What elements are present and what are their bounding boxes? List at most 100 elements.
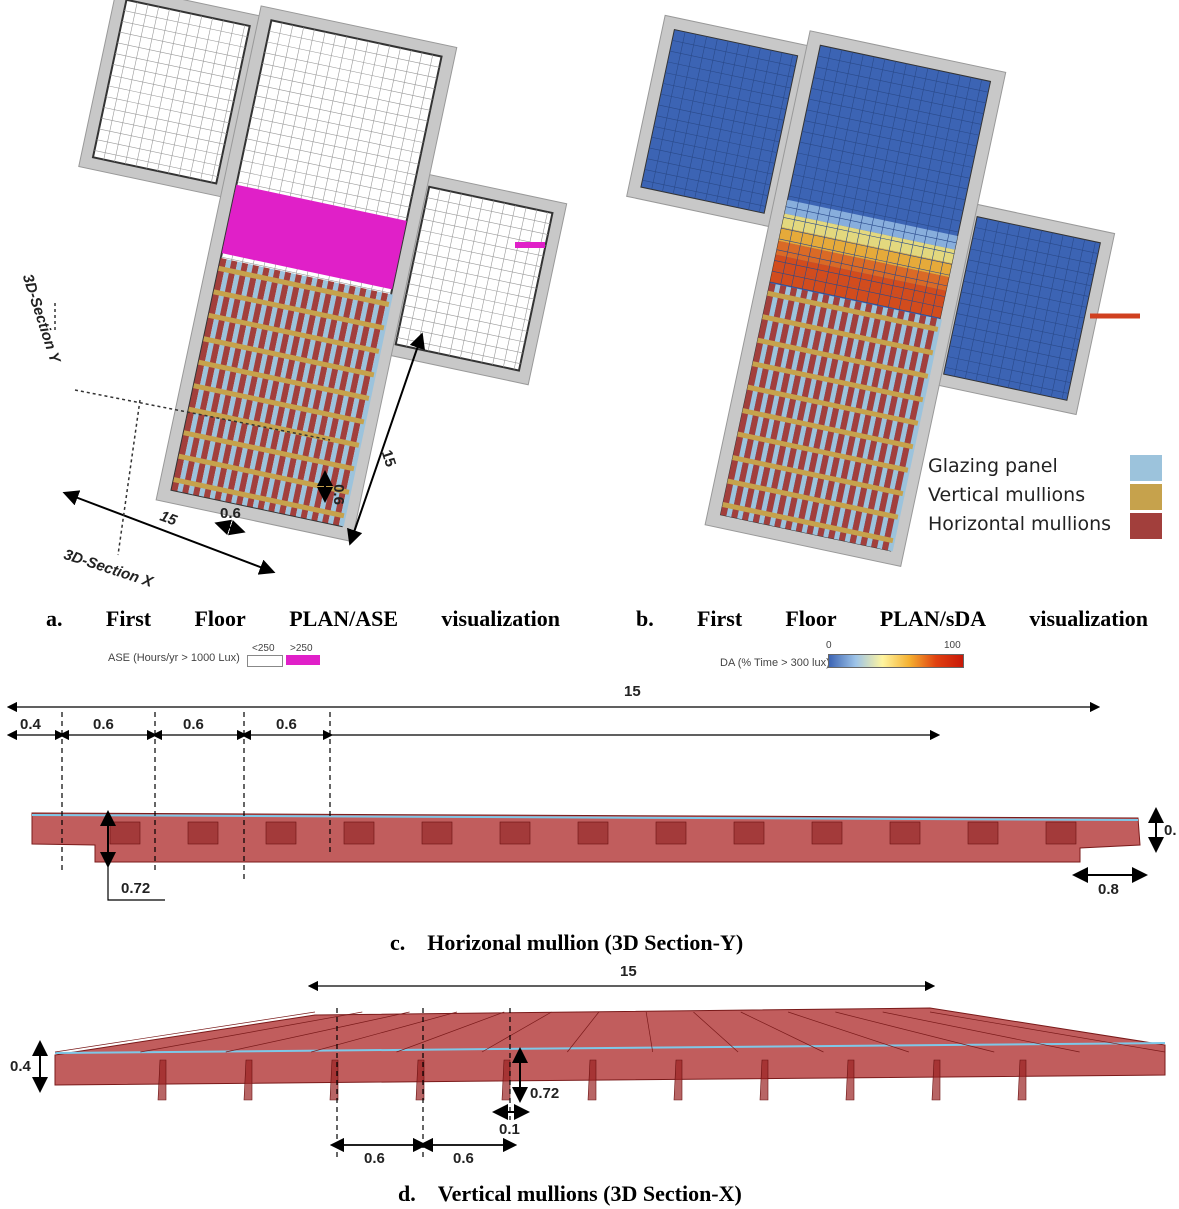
- grid-line: [117, 42, 241, 70]
- vertical-fin: [845, 1059, 855, 1101]
- grid-line: [220, 256, 392, 294]
- glazing-line-d: [54, 1042, 1166, 1054]
- grid-line: [817, 55, 989, 93]
- grid-line: [662, 34, 697, 192]
- grid-line: [649, 147, 773, 175]
- slab-fin: [1045, 821, 1077, 845]
- grid-line: [419, 229, 544, 257]
- grid-line: [470, 202, 505, 361]
- legend-swatch-horizontal: [1130, 513, 1162, 539]
- plate-grid-line: [225, 1011, 410, 1053]
- vertical-fins: [157, 1059, 1027, 1101]
- mullion-horizontal: [198, 359, 370, 401]
- slab-fin: [889, 821, 921, 845]
- mullion-horizontal: [737, 431, 909, 473]
- caption-b: b. First Floor PLAN/sDA visualization: [636, 606, 1148, 631]
- caption-d: d. Vertical mullions (3D Section-X): [398, 1181, 742, 1206]
- grid-line: [1007, 230, 1042, 388]
- grid-line: [189, 20, 224, 178]
- grid-line: [669, 50, 794, 78]
- da-legend-max: 100: [944, 640, 961, 651]
- grid-line: [660, 93, 784, 121]
- grid-line: [808, 98, 980, 136]
- plate-grid: [54, 1011, 1166, 1053]
- slab-fins: [109, 821, 1077, 845]
- plate-grid-line: [882, 1011, 1080, 1053]
- mullion-horizontal: [213, 289, 385, 331]
- slab-fin: [967, 821, 999, 845]
- grid-line: [114, 53, 239, 81]
- grid-line: [785, 206, 957, 244]
- glazing-line-c: [31, 814, 1139, 821]
- vertical-fin: [759, 1059, 769, 1101]
- grid-line: [252, 106, 424, 143]
- grid-line: [236, 181, 408, 219]
- grid-line: [103, 107, 227, 134]
- grid-line: [399, 326, 523, 354]
- grid-line: [672, 40, 796, 67]
- grid-line: [792, 174, 964, 211]
- grid-line: [124, 6, 160, 165]
- mullion-horizontal: [767, 290, 939, 332]
- mullion-horizontal: [722, 502, 894, 544]
- grid-line: [449, 198, 484, 356]
- grid-line: [101, 117, 225, 145]
- legend-label-vertical: Vertical mullions: [928, 484, 1086, 506]
- slab-fin: [733, 821, 765, 845]
- plate-grid-line: [481, 1011, 552, 1053]
- grid-line: [239, 170, 410, 208]
- dim-width-arrow: [62, 490, 276, 575]
- slab-fin: [499, 821, 531, 845]
- grid-line: [651, 31, 686, 190]
- dim-c-4: 0.6: [276, 716, 297, 733]
- vertical-fin: [931, 1059, 941, 1101]
- grid-line: [135, 8, 170, 167]
- grid-line: [795, 163, 966, 201]
- grid-line: [424, 208, 548, 235]
- grid-line: [146, 11, 181, 169]
- slab-fin: [577, 821, 609, 845]
- mullion-horizontal: [178, 453, 350, 495]
- slab-fin: [343, 821, 375, 845]
- grid-line: [257, 84, 428, 122]
- mullion-horizontal: [183, 430, 355, 472]
- caption-a: a. First Floor PLAN/ASE visualization: [46, 606, 560, 631]
- grid-line: [790, 184, 961, 222]
- grid-line: [772, 270, 943, 308]
- grid-line: [658, 104, 782, 132]
- grid-line: [956, 313, 1080, 340]
- grid-line: [683, 38, 718, 197]
- vertical-fin: [587, 1059, 597, 1101]
- grid-line: [410, 272, 535, 300]
- grid-line: [965, 270, 1089, 297]
- grid-line: [1061, 241, 1096, 400]
- grid-line: [972, 237, 1096, 265]
- section-y-line: [74, 389, 331, 441]
- grid-line: [1040, 237, 1075, 395]
- grid-line: [427, 193, 462, 352]
- plate-grid-line: [396, 1011, 505, 1053]
- grid-line: [970, 248, 1094, 276]
- grid-line: [422, 218, 546, 246]
- vertical-mullion-plate: [54, 1007, 1166, 1086]
- grid-line: [401, 315, 526, 343]
- grid-line: [737, 50, 772, 208]
- grid-line: [413, 261, 537, 289]
- grid-line: [248, 127, 419, 165]
- mullion-horizontal: [752, 361, 924, 403]
- grid-line: [705, 43, 740, 201]
- grid-line: [438, 195, 473, 354]
- grid-line: [426, 197, 551, 225]
- plate-grid-line: [787, 1011, 909, 1053]
- grid-line: [646, 158, 771, 186]
- grid-line: [481, 205, 516, 363]
- slab-fin: [421, 821, 453, 845]
- grid-line: [801, 131, 973, 168]
- grid-line: [769, 281, 941, 319]
- grid-line: [105, 96, 230, 124]
- mullion-grid-a: [171, 258, 393, 527]
- plate-grid-line: [835, 1011, 995, 1053]
- grid-line: [403, 304, 528, 332]
